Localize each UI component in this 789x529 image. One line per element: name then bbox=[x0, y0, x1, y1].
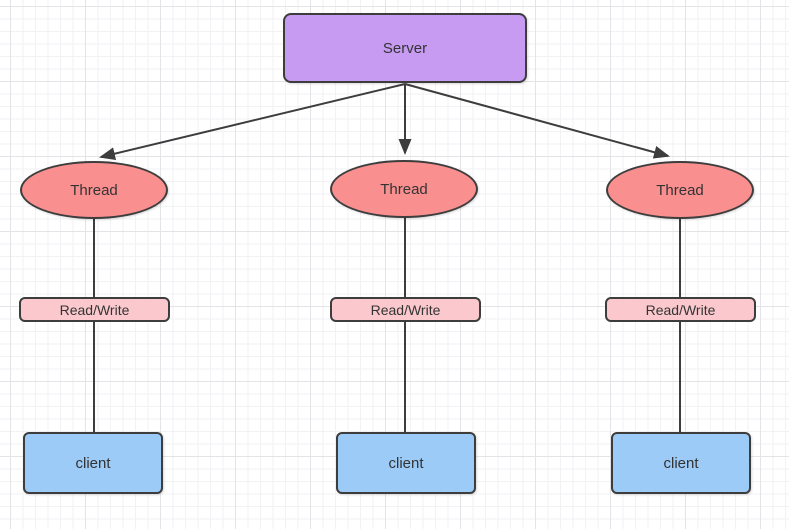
readwrite-node-2[interactable]: Read/Write bbox=[330, 297, 481, 322]
thread-node-1[interactable]: Thread bbox=[20, 161, 168, 219]
readwrite-label: Read/Write bbox=[59, 301, 130, 318]
thread-node-2[interactable]: Thread bbox=[330, 160, 478, 218]
client-node-3[interactable]: client bbox=[611, 432, 751, 494]
edge-server-to-thread-3[interactable] bbox=[404, 83, 670, 159]
thread-label: Thread bbox=[70, 181, 118, 199]
thread-label: Thread bbox=[656, 181, 704, 199]
readwrite-node-1[interactable]: Read/Write bbox=[19, 297, 170, 322]
client-label: client bbox=[75, 454, 111, 472]
client-node-2[interactable]: client bbox=[336, 432, 476, 494]
readwrite-label: Read/Write bbox=[645, 301, 716, 318]
server-node[interactable]: Server bbox=[283, 13, 527, 83]
readwrite-node-3[interactable]: Read/Write bbox=[605, 297, 756, 322]
edge-server-to-thread-1[interactable] bbox=[99, 83, 406, 161]
readwrite-label: Read/Write bbox=[370, 301, 441, 318]
thread-label: Thread bbox=[380, 180, 428, 198]
client-label: client bbox=[663, 454, 699, 472]
server-label: Server bbox=[382, 39, 428, 57]
client-node-1[interactable]: client bbox=[23, 432, 163, 494]
client-label: client bbox=[388, 454, 424, 472]
thread-node-3[interactable]: Thread bbox=[606, 161, 754, 219]
